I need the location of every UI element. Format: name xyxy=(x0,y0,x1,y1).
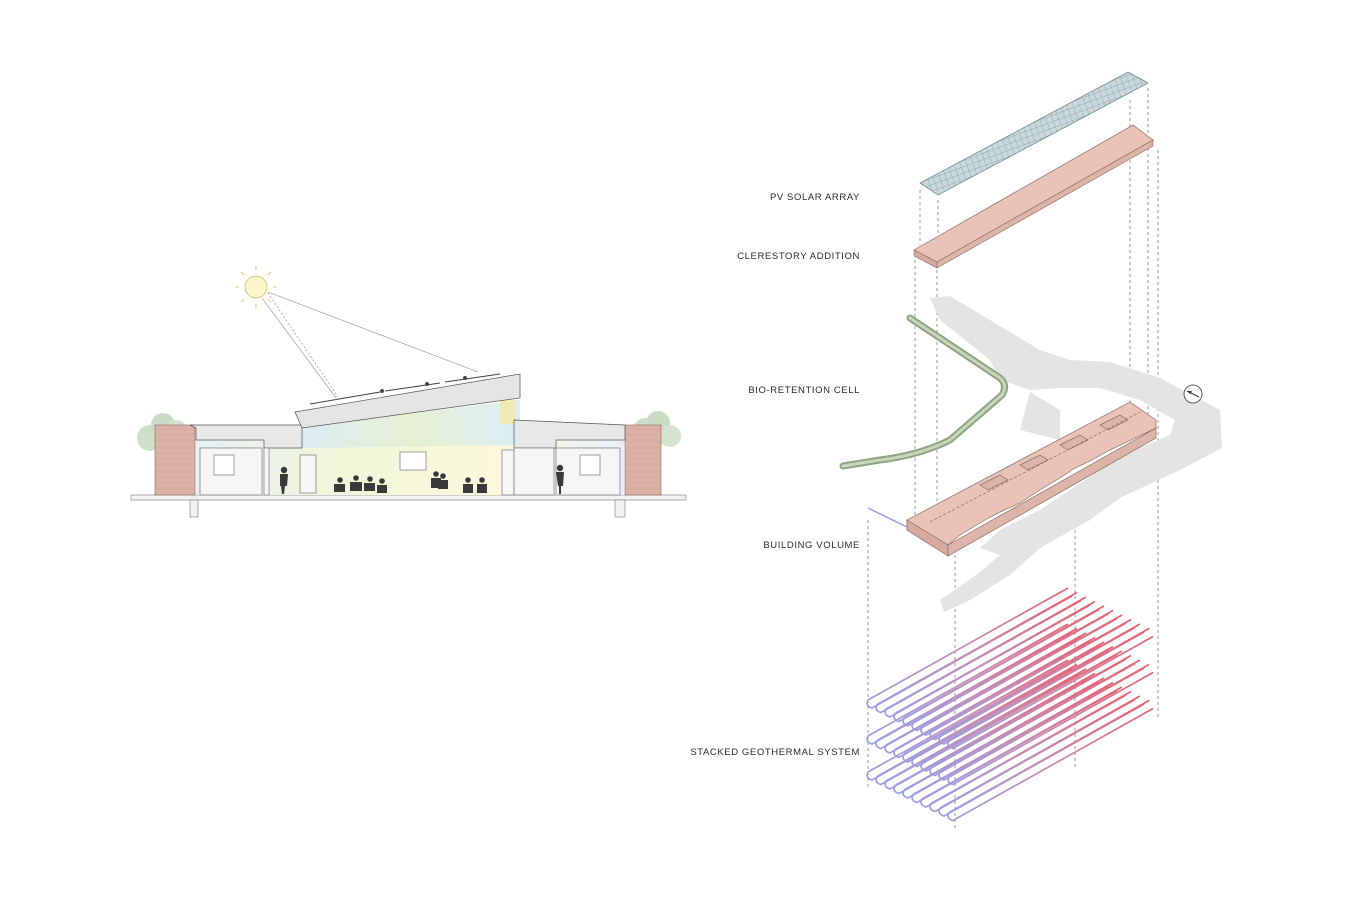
brick-wall-left xyxy=(154,424,196,496)
geothermal-loop xyxy=(875,627,1082,750)
geothermal-loop xyxy=(929,690,1136,813)
sun-icon xyxy=(235,266,277,308)
geothermal-loop xyxy=(911,681,1118,804)
geothermal-loop xyxy=(902,677,1109,799)
geothermal-loop xyxy=(866,587,1073,709)
building-section xyxy=(130,266,687,518)
geothermal-loop xyxy=(893,636,1100,759)
clerestory-addition xyxy=(913,124,1154,269)
label-building-volume: BUILDING VOLUME xyxy=(763,540,860,551)
pv-panels-section xyxy=(309,373,501,405)
footing-right xyxy=(614,499,626,518)
building-volume xyxy=(906,401,1157,557)
geothermal-loop xyxy=(866,623,1073,745)
geothermal-loop xyxy=(884,668,1091,790)
sun-rays xyxy=(261,291,479,399)
geothermal-loop xyxy=(884,632,1091,754)
geothermal-loop xyxy=(929,654,1136,777)
geothermal-loop xyxy=(920,614,1127,736)
geothermal-loop xyxy=(902,605,1109,727)
roof-clerestory xyxy=(294,373,521,429)
geothermal-loop xyxy=(911,609,1118,732)
geothermal-loop xyxy=(911,645,1118,768)
geothermal-loop xyxy=(893,672,1100,795)
geothermal-loop xyxy=(920,686,1127,808)
label-pv-solar-array: PV SOLAR ARRAY xyxy=(769,192,860,203)
label-clerestory-addition: CLERESTORY ADDITION xyxy=(737,251,860,262)
person-icon xyxy=(280,464,564,494)
geothermal-loop xyxy=(902,641,1109,763)
label-stacked-geothermal-system: STACKED GEOTHERMAL SYSTEM xyxy=(690,747,860,758)
geothermal-loop xyxy=(938,659,1145,781)
label-bio-retention-cell: BIO-RETENTION CELL xyxy=(748,385,860,396)
geothermal-loop xyxy=(875,663,1082,786)
exploded-axonometric xyxy=(839,71,1222,830)
geothermal-loop xyxy=(893,600,1100,723)
interior-partitions xyxy=(199,447,621,496)
geothermal-loop xyxy=(884,596,1091,718)
site-footprint xyxy=(930,296,1222,612)
clerestory-glass xyxy=(302,400,520,448)
stacked-geothermal-system xyxy=(866,587,1154,822)
ground-slab xyxy=(130,494,687,501)
geothermal-riser xyxy=(867,507,908,528)
brick-wall-right xyxy=(624,424,662,496)
geothermal-loop xyxy=(947,699,1154,822)
clerestory-light xyxy=(500,400,516,424)
north-arrow-icon xyxy=(1183,384,1203,404)
geothermal-loop xyxy=(947,663,1154,786)
roof-left xyxy=(189,424,303,449)
geothermal-loop xyxy=(938,695,1145,817)
geothermal-loop xyxy=(866,659,1073,781)
pv-solar-array xyxy=(919,71,1149,196)
footing-left xyxy=(189,499,199,518)
geothermal-loop xyxy=(875,591,1082,714)
geothermal-loop xyxy=(920,650,1127,772)
